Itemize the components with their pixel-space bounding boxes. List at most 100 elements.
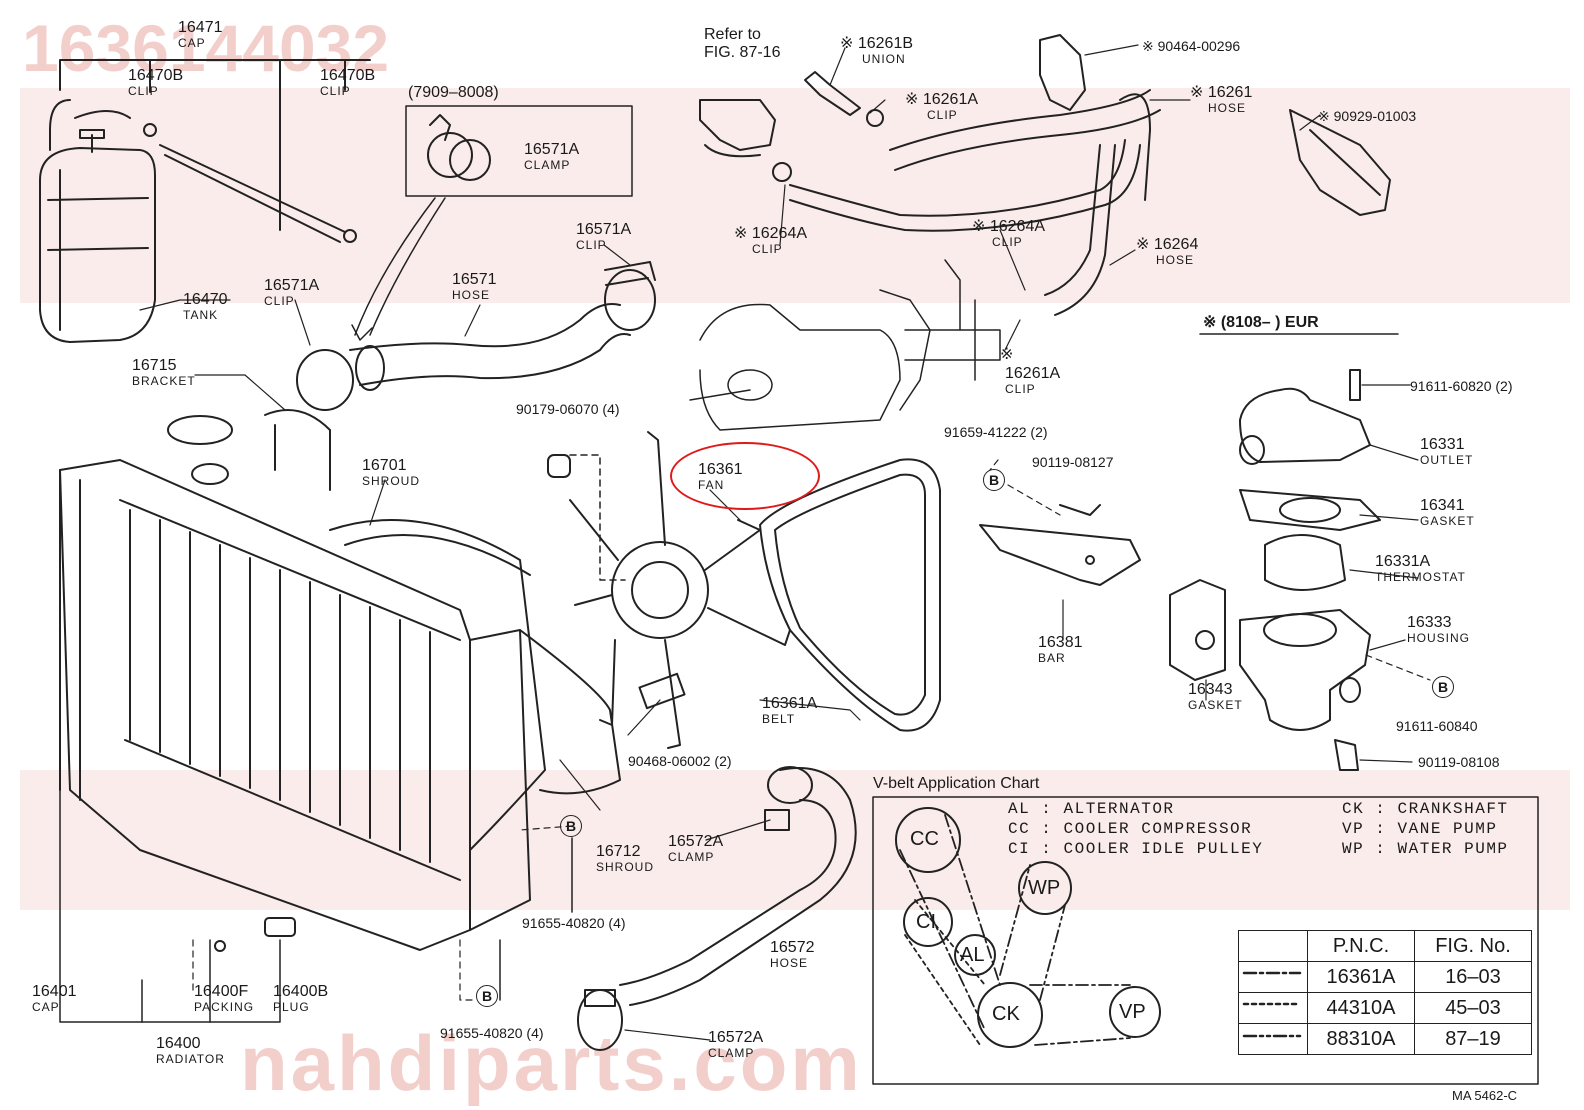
table-header-row: P.N.C. FIG. No. <box>1238 930 1532 962</box>
label-eur-note: ※ (8108– ) EUR <box>1203 314 1319 331</box>
vbelt-routing-drawing <box>895 807 1161 1048</box>
radiator-brackets <box>59 479 573 1023</box>
watermark-site: nahdiparts.com <box>240 1019 863 1107</box>
legend-row-al: AL : ALTERNATOR <box>1008 800 1175 818</box>
pulley-label-ci: CI <box>916 911 936 933</box>
overflow-tube-drawing <box>159 144 346 243</box>
legend-row-ci: CI : COOLER IDLE PULLEY <box>1008 840 1264 858</box>
table-cell-line <box>1238 1023 1308 1055</box>
table-cell-fig: 16–03 <box>1414 961 1532 993</box>
vbelt-chart-frame <box>872 796 1539 1085</box>
table-row: 88310A 87–19 <box>1238 1023 1532 1055</box>
label-90929-part: ※ 90929-01003 <box>1318 108 1417 124</box>
union-drawing <box>699 71 884 182</box>
legend-row-vp: VP : VANE PUMP <box>1342 820 1498 838</box>
belt-pnc-table: P.N.C. FIG. No. 16361A 16–03 44310A 45–0… <box>1238 930 1532 1055</box>
marker-b-3: B <box>560 815 582 837</box>
radiator-drawing <box>59 409 531 951</box>
water-pump-drawing <box>689 259 1001 431</box>
label-asterisk: ※ <box>1000 346 1014 363</box>
shroud-drawing <box>329 519 621 851</box>
label-91655-bolt-a: 91655-40820 (4) <box>522 915 626 931</box>
label-90179-nut: 90179-06070 (4) <box>516 401 620 417</box>
table-cell-line <box>1238 961 1308 993</box>
diagram-code: MA 5462-C <box>1452 1088 1518 1103</box>
label-90119-bolt-a: 90119-08127 <box>1032 454 1114 470</box>
watermark-band-top <box>20 88 1570 303</box>
label-90119-bolt-b: 90119-08108 <box>1418 754 1500 770</box>
label-90464-part: ※ 90464-00296 <box>1142 38 1241 54</box>
table-row: 16361A 16–03 <box>1238 961 1532 993</box>
thermostat-housing-drawing <box>1169 369 1381 771</box>
upper-hose-drawing <box>296 261 656 411</box>
legend-row-wp: WP : WATER PUMP <box>1342 840 1509 858</box>
legend-row-cc: CC : COOLER COMPRESSOR <box>1008 820 1253 838</box>
pipe-bracket-drawing <box>1039 34 1391 216</box>
table-cell-pnc: 88310A <box>1307 1023 1415 1055</box>
marker-b-4: B <box>476 985 498 1007</box>
table-header-pnc: P.N.C. <box>1307 930 1415 962</box>
bypass-hose-drawing <box>789 89 1161 316</box>
bar-drawing <box>979 504 1141 586</box>
watermark-band-bottom <box>20 770 1570 910</box>
label-91611-bolt-a: 91611-60820 (2) <box>1410 378 1513 394</box>
marker-b-2: B <box>1432 676 1454 698</box>
label-91655-bolt-b: 91655-40820 (4) <box>440 1025 544 1041</box>
legend-row-ck: CK : CRANKSHAFT <box>1342 800 1509 818</box>
reservoir-tank-drawing <box>39 99 156 343</box>
label-range-7909: (7909–8008) <box>408 84 499 101</box>
label-91659-bolt: 91659-41222 (2) <box>944 424 1048 440</box>
pulley-label-cc: CC <box>910 828 939 850</box>
marker-b-1: B <box>983 469 1005 491</box>
fan-callout-circle <box>670 442 820 510</box>
table-header-fig: FIG. No. <box>1414 930 1532 962</box>
pulley-label-vp: VP <box>1119 1001 1146 1023</box>
belt-drawing <box>759 458 941 732</box>
table-row: 44310A 45–03 <box>1238 992 1532 1024</box>
fan-drawing <box>547 431 791 749</box>
vbelt-chart-title: V-belt Application Chart <box>873 775 1040 792</box>
pulley-label-al: AL <box>960 944 985 966</box>
table-cell-fig: 87–19 <box>1414 1023 1532 1055</box>
label-91611-bolt-b: 91611-60840 <box>1396 718 1478 734</box>
table-cell-line <box>1238 992 1308 1024</box>
watermark-part-code: 1636144032 <box>22 11 390 85</box>
pulley-label-wp: WP <box>1028 877 1061 899</box>
